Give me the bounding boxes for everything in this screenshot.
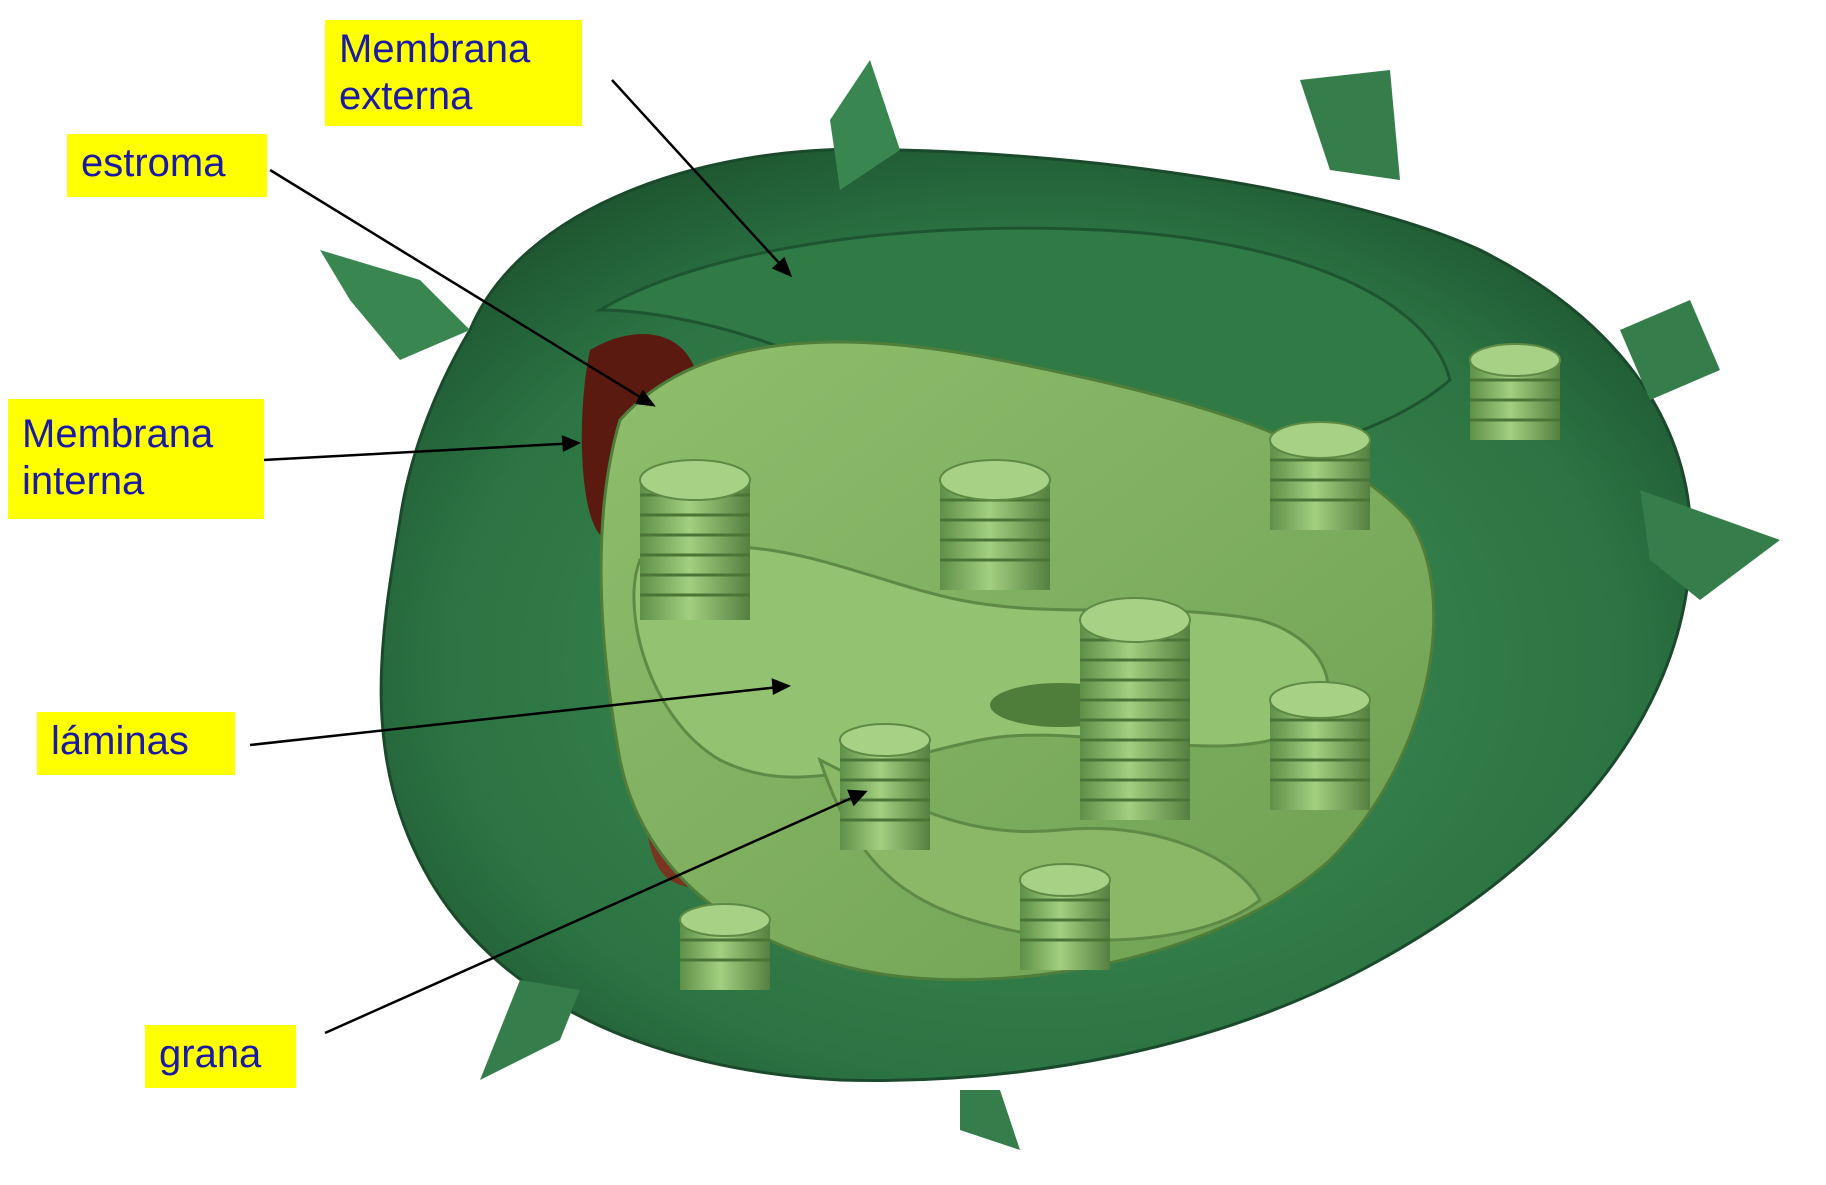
label-laminas: láminas [37, 712, 235, 775]
label-text: láminas [51, 718, 221, 765]
granum [1020, 864, 1110, 970]
granum [1270, 682, 1370, 810]
granum [640, 460, 750, 620]
label-text: estroma [81, 140, 253, 187]
granum [1470, 344, 1560, 440]
label-line-2: externa [339, 73, 568, 120]
label-estroma: estroma [67, 134, 267, 197]
label-grana: grana [145, 1025, 296, 1088]
label-line-1: Membrana [22, 411, 250, 458]
granum [840, 724, 930, 850]
label-line-2: interna [22, 458, 250, 505]
granum [940, 460, 1050, 590]
label-text: grana [159, 1031, 282, 1078]
granum [680, 904, 770, 990]
label-membrana-externa: Membrana externa [325, 20, 582, 126]
granum [1270, 422, 1370, 530]
label-membrana-interna: Membrana interna [8, 399, 264, 519]
granum [1080, 598, 1190, 820]
label-line-1: Membrana [339, 26, 568, 73]
